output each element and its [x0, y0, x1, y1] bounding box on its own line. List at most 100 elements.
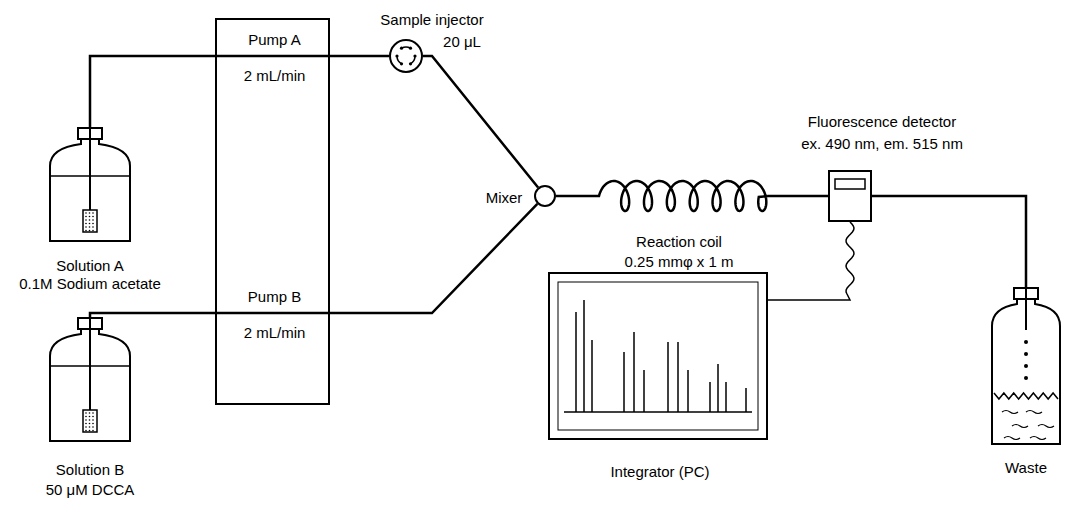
peak [725, 382, 727, 412]
pump-unit: Pump A2 mL/minPump B2 mL/min [215, 18, 330, 405]
bottle-drawing [48, 318, 132, 442]
liquid-dash [1026, 411, 1042, 414]
drop [1024, 352, 1028, 356]
injector-name: Sample injector [380, 11, 483, 28]
liquid-dash [1012, 425, 1028, 428]
filter-dot [89, 219, 91, 221]
sample-injector: Sample injector20 μL [389, 39, 423, 73]
filter-dot [89, 412, 91, 414]
bottle-drawing [48, 128, 132, 242]
detector-wavelengths: ex. 490 nm, em. 515 nm [801, 135, 963, 152]
flow-tubing [330, 55, 389, 58]
filter-dot [89, 230, 91, 232]
liquid-dash [1030, 437, 1046, 440]
filter-dot [92, 223, 94, 225]
solution-bottle: Solution A0.1M Sodium acetate [48, 128, 132, 242]
mixer-name: Mixer [486, 189, 523, 206]
fluorescence-detector: Fluorescence detectorex. 490 nm, em. 515… [828, 170, 872, 222]
filter-dot [85, 223, 87, 225]
filter-dot [85, 419, 87, 421]
solution-name: Solution B [56, 461, 124, 478]
filter-dot [92, 430, 94, 432]
solution-content: 50 μM DCCA [46, 481, 135, 498]
drop [1024, 364, 1028, 368]
filter-dot [92, 226, 94, 228]
peak [575, 312, 577, 412]
flow-rate: 2 mL/min [244, 67, 306, 84]
filter-dot [85, 219, 87, 221]
filter-dot [89, 223, 91, 225]
pump-name: Pump A [248, 31, 301, 48]
liquid-dash [1038, 425, 1054, 428]
waste-name: Waste [1005, 459, 1047, 476]
solution-bottle: Solution B50 μM DCCA [48, 318, 132, 442]
flow-tubing [90, 313, 215, 318]
filter-dot [89, 226, 91, 228]
peak [677, 342, 679, 412]
inlet-filter [83, 410, 97, 432]
peak [667, 342, 669, 412]
filter-dot [92, 412, 94, 414]
filter-dot [89, 416, 91, 418]
integrator-name: Integrator (PC) [610, 463, 709, 480]
coil-name: Reaction coil [636, 233, 722, 250]
pump-tubing [217, 312, 328, 315]
peak [583, 300, 585, 412]
filter-dot [85, 226, 87, 228]
injection-volume: 20 μL [443, 33, 481, 50]
filter-dot [89, 423, 91, 425]
detector-display [835, 179, 865, 189]
flow-tubing [872, 196, 1026, 288]
flow-tubing [423, 56, 538, 187]
pump-tubing [217, 55, 328, 58]
filter-dot [85, 423, 87, 425]
peak [745, 388, 747, 412]
filter-dot [92, 426, 94, 428]
waste-bottle: Waste [990, 288, 1062, 445]
flow-tubing [330, 204, 537, 313]
filter-dot [85, 426, 87, 428]
filter-dot [92, 416, 94, 418]
peak [717, 364, 719, 412]
flow-rate: 2 mL/min [244, 324, 306, 341]
peak [687, 370, 689, 412]
suction-tube [89, 318, 91, 410]
peak [591, 340, 593, 412]
filter-dot [89, 216, 91, 218]
detector-drawing [830, 172, 870, 220]
liquid-dash [1004, 437, 1020, 440]
valve-channel [397, 56, 402, 64]
drop [1024, 340, 1028, 344]
reaction-coil: Reaction coil0.25 mmφ x 1 m [590, 176, 768, 216]
peak [709, 382, 711, 412]
screen-area [558, 282, 758, 430]
drain-tube [1025, 288, 1027, 330]
filter-dot [89, 419, 91, 421]
peak [633, 332, 635, 412]
filter-dot [85, 212, 87, 214]
filter-dot [85, 430, 87, 432]
filter-dot [89, 212, 91, 214]
peak [623, 352, 625, 412]
filter-dot [85, 216, 87, 218]
signal-cable [768, 222, 854, 300]
coil-dimensions: 0.25 mmφ x 1 m [625, 253, 734, 270]
suction-tube [89, 128, 91, 210]
filter-dot [92, 230, 94, 232]
waste-drawing [990, 288, 1062, 445]
coil-windings [590, 181, 768, 211]
valve-drawing [391, 41, 421, 71]
flow-tubing [556, 195, 590, 198]
filter-dot [85, 230, 87, 232]
filter-dot [92, 419, 94, 421]
filter-dot [85, 412, 87, 414]
pump-name: Pump B [248, 288, 301, 305]
peak [643, 370, 645, 412]
integrator-pc: Integrator (PC) [548, 272, 768, 440]
detector-name: Fluorescence detector [808, 113, 956, 130]
liquid-surface [994, 393, 1058, 399]
filter-dot [92, 219, 94, 221]
solution-name: Solution A [56, 257, 124, 274]
